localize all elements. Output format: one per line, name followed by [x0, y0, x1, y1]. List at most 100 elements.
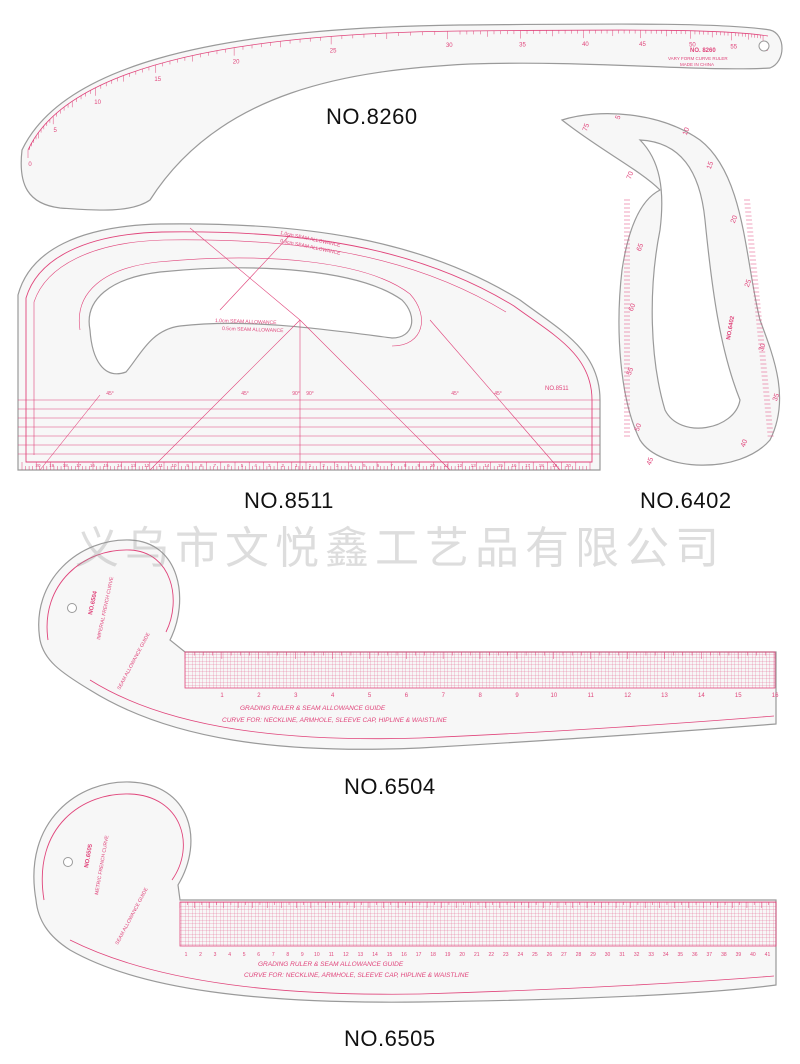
- angle-label: 45°: [241, 391, 249, 397]
- tick-label: 31: [619, 952, 625, 958]
- tick-label: 15: [498, 463, 504, 468]
- tick-label: 50: [689, 43, 696, 49]
- tick-label: 11: [588, 693, 595, 699]
- tick-label: 17: [416, 952, 422, 958]
- tick-label: 2: [322, 463, 325, 468]
- tick-label: 8: [478, 693, 482, 699]
- tick-label: 39: [736, 952, 742, 958]
- angle-label: 45°: [451, 391, 459, 397]
- tick-label: 15: [154, 77, 161, 83]
- tick-label: 4: [350, 463, 353, 468]
- tick-label: 14: [372, 952, 378, 958]
- tick-label: 25: [532, 952, 538, 958]
- name-8260: VARY FORM CURVE RULER: [668, 56, 728, 61]
- tick-label: 9: [301, 952, 304, 958]
- tick-label: 70: [626, 171, 635, 181]
- tick-label: 18: [539, 463, 545, 468]
- tick-label: 7: [214, 463, 217, 468]
- tick-label: 3: [336, 463, 339, 468]
- tick-label: 11: [444, 463, 449, 468]
- model-6505: NO.6505: [84, 843, 94, 868]
- tick-label: 45: [639, 42, 646, 48]
- tick-label: 55: [626, 367, 635, 377]
- angle-label: 45°: [494, 391, 502, 397]
- tick-label: 20: [233, 60, 240, 66]
- tick-label: 10: [314, 952, 320, 958]
- tick-label: 8: [286, 952, 289, 958]
- tick-label: 5: [241, 463, 244, 468]
- tick-label: 11: [158, 463, 163, 468]
- tick-label: 1: [185, 952, 188, 958]
- tick-label: 6: [405, 693, 409, 699]
- curve-6504: CURVE FOR: NECKLINE, ARMHOLE, SLEEVE CAP…: [222, 717, 447, 724]
- tick-label: 16: [511, 463, 517, 468]
- tick-label: 30: [446, 43, 453, 49]
- tick-label: 15: [103, 463, 109, 468]
- company-watermark: 义乌市文悦鑫工艺品有限公司: [75, 523, 725, 574]
- tick-label: 1: [309, 463, 312, 468]
- tick-label: 33: [648, 952, 654, 958]
- tick-label: 12: [624, 693, 631, 699]
- ruler-8260: 051015202530354045505560 NO. 8260 VARY F…: [20, 23, 783, 211]
- tick-label: 13: [131, 463, 137, 468]
- tick-label: 65: [636, 243, 645, 253]
- tick-label: 4: [331, 693, 335, 699]
- tick-label: 13: [661, 693, 668, 699]
- tick-label: 18: [430, 952, 436, 958]
- tick-label: 16: [401, 952, 407, 958]
- tick-label: 5: [615, 114, 623, 120]
- model-8260: NO. 8260: [690, 48, 716, 54]
- tick-label: 12: [457, 463, 463, 468]
- tick-label: 7: [442, 693, 446, 699]
- tick-label: 40: [740, 439, 749, 449]
- tick-label: 5: [54, 128, 58, 134]
- tick-label: 29: [590, 952, 596, 958]
- tick-label: 38: [721, 952, 727, 958]
- tick-label: 4: [254, 463, 257, 468]
- tick-label: 6: [377, 463, 380, 468]
- tick-label: 21: [474, 952, 480, 958]
- tick-label: 28: [576, 952, 582, 958]
- tick-label: 7: [272, 952, 275, 958]
- tick-label: 22: [488, 952, 494, 958]
- tick-label: 15: [387, 952, 393, 958]
- tick-label: 40: [582, 42, 589, 48]
- tick-label: 50: [634, 423, 643, 433]
- angle-label: 90°: [306, 391, 314, 397]
- caption-8260: NO.8260: [326, 104, 418, 129]
- tick-label: 17: [525, 463, 531, 468]
- tick-label: 36: [692, 952, 698, 958]
- tick-label: 10: [551, 693, 558, 699]
- angle-labels-8511: 45°45°90°90°45°45°: [106, 391, 502, 397]
- tick-label: 18: [63, 463, 69, 468]
- tick-label: 24: [518, 952, 524, 958]
- tick-label: 5: [243, 952, 246, 958]
- seam-label-3: 1.0cm SEAM ALLOWANCE: [215, 318, 277, 326]
- tick-label: 1: [220, 693, 224, 699]
- tick-label: 6: [257, 952, 260, 958]
- tick-label: 15: [735, 693, 742, 699]
- tick-label: 6: [227, 463, 230, 468]
- tick-label: 4: [228, 952, 231, 958]
- model-6504: NO.6504: [88, 590, 99, 615]
- angle-label: 90°: [292, 391, 300, 397]
- tick-label: 16: [772, 693, 779, 699]
- tick-label: 2: [199, 952, 202, 958]
- tick-label: 30: [605, 952, 611, 958]
- tick-label: 9: [515, 693, 519, 699]
- tick-label: 40: [750, 952, 756, 958]
- tick-label: 7: [390, 463, 393, 468]
- tick-label: 26: [547, 952, 553, 958]
- tick-label: 10: [430, 463, 436, 468]
- tick-label: 3: [268, 463, 271, 468]
- tick-label: 15: [706, 161, 715, 171]
- tick-label: 13: [358, 952, 364, 958]
- tick-label: 37: [707, 952, 713, 958]
- tick-label: 45: [646, 457, 655, 467]
